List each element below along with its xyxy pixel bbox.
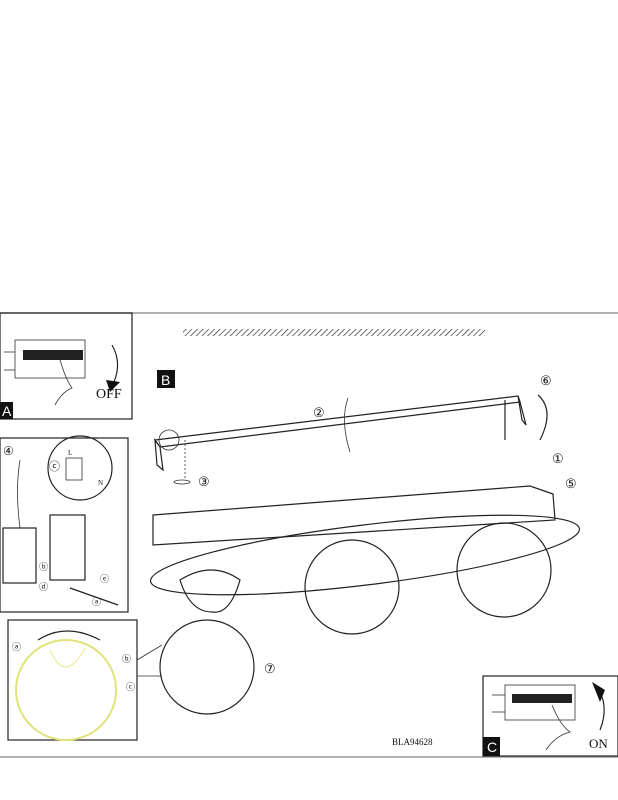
step-5: ⑤ xyxy=(565,476,577,491)
globe-2 xyxy=(304,539,400,635)
panel-c-badge xyxy=(483,737,500,756)
loose-globe xyxy=(159,619,255,715)
panel-globe-detail: ⓐ ⓑ ⓒ xyxy=(7,619,138,741)
panel-b-label: B xyxy=(161,372,170,388)
globe-marker-b: ⓑ xyxy=(122,654,131,664)
marker-a: ⓐ xyxy=(92,597,101,607)
globe-marker-a: ⓐ xyxy=(12,642,21,652)
step-2: ② xyxy=(313,405,325,420)
panel-a-badge xyxy=(0,402,13,419)
marker-b: ⓑ xyxy=(39,562,48,572)
rotate-arrow xyxy=(537,394,548,441)
step-3: ③ xyxy=(198,474,210,489)
marker-d: ⓓ xyxy=(39,582,48,592)
marker-e: ⓔ xyxy=(100,574,109,584)
terminal-l: L xyxy=(68,449,72,457)
detail-c: ⓒ xyxy=(49,460,60,473)
globe-3 xyxy=(456,522,552,618)
dome-socket xyxy=(179,569,241,613)
ceiling-hatch xyxy=(183,329,485,336)
mounting-bracket xyxy=(153,395,527,485)
panel-a-label: A xyxy=(2,403,12,419)
step-7: ⑦ xyxy=(264,661,276,676)
panel-c-switch-on: C ON xyxy=(482,675,618,757)
panel-b-badge xyxy=(157,370,175,388)
fixture-body xyxy=(136,485,581,715)
panel-c-label: C xyxy=(487,739,497,755)
terminal-n: N xyxy=(98,479,103,487)
on-text: ON xyxy=(589,736,608,751)
step-6: ⑥ xyxy=(540,373,552,388)
product-code: BLA94628 xyxy=(392,737,433,747)
panel-wiring: ④ ⓒ L N ⓓ ⓑ ⓔ ⓐ xyxy=(0,435,129,613)
panel-a-switch-off: A OFF xyxy=(0,312,133,420)
wiring-step: ④ xyxy=(3,444,14,458)
step-1: ① xyxy=(552,451,564,466)
off-text: OFF xyxy=(96,387,122,402)
globe-marker-c: ⓒ xyxy=(126,682,135,692)
